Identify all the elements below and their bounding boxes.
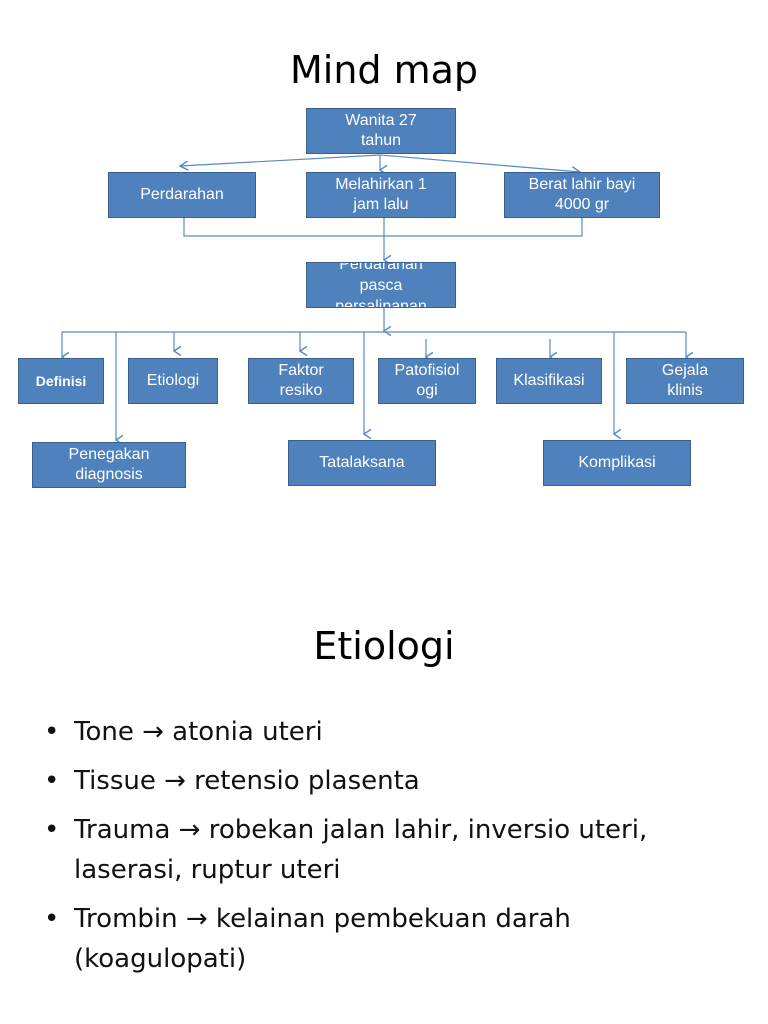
node-label: Melahirkan 1	[335, 176, 427, 193]
node-label: Gejala	[661, 362, 709, 379]
etiologi-bullet-list: • Tone → atonia uteri • Tissue → retensio …	[44, 712, 744, 988]
bullet-item: • Tone → atonia uteri	[44, 712, 744, 752]
node-label: Perdarahan	[339, 262, 423, 273]
node-perdarahan: Perdarahan	[108, 172, 256, 218]
node-label: Klasifikasi	[513, 372, 585, 389]
node-label: ogi	[416, 382, 438, 399]
node-label: Berat lahir bayi	[528, 176, 636, 193]
connector-merge	[183, 218, 583, 237]
node-label: Wanita 27	[345, 112, 417, 129]
connector-lines	[0, 154, 768, 520]
mind-map-title: Mind map	[289, 48, 479, 92]
node-label: Patofisiol	[394, 362, 460, 379]
bullet-text: Tone → atonia uteri	[74, 717, 323, 747]
mind-map-diagram: Wanita 27 tahun Perdarahan Melahirkan 1 …	[0, 108, 768, 520]
node-klasifikasi: Klasifikasi	[496, 358, 602, 404]
bullet-item: • Trombin → kelainan pembekuan darah (koa…	[44, 899, 744, 979]
node-label: pasca	[359, 276, 403, 294]
node-patofisiologi: Patofisiol ogi	[378, 358, 476, 404]
node-label: Definisi	[35, 373, 87, 389]
node-komplikasi: Komplikasi	[543, 440, 691, 486]
node-label: Faktor	[278, 362, 324, 379]
node-label: persalinanan	[335, 297, 427, 308]
node-label: Penegakan	[68, 446, 150, 463]
node-gejala-klinis: Gejala klinis	[626, 358, 744, 404]
bullet-dot-icon: •	[44, 717, 60, 747]
node-label: jam lalu	[353, 196, 409, 213]
bullet-dot-icon: •	[44, 904, 60, 934]
bullet-dot-icon: •	[44, 815, 60, 845]
node-label: Etiologi	[146, 372, 200, 389]
connector-root-perdarahan	[180, 154, 381, 166]
node-berat-lahir: Berat lahir bayi 4000 gr	[504, 172, 660, 218]
bullet-dot-icon: •	[44, 766, 60, 796]
node-label: resiko	[279, 382, 323, 399]
node-perdarahan-pasca-persalinan: Perdarahan pasca persalinanan	[306, 262, 456, 308]
node-label: 4000 gr	[554, 196, 610, 213]
bullet-item: • Tissue → retensio plasenta	[44, 761, 744, 801]
etiologi-title: Etiologi	[313, 624, 455, 668]
node-label: klinis	[667, 382, 703, 399]
node-wanita-27-tahun: Wanita 27 tahun	[306, 108, 456, 154]
node-label: tahun	[360, 132, 402, 149]
node-tatalaksana: Tatalaksana	[288, 440, 436, 486]
node-melahirkan: Melahirkan 1 jam lalu	[306, 172, 456, 218]
node-etiologi: Etiologi	[128, 358, 218, 404]
bullet-text: Tissue → retensio plasenta	[74, 766, 420, 796]
bullet-text: Trombin → kelainan pembekuan darah (koag…	[74, 904, 571, 974]
bullet-item: • Trauma → robekan jalan lahir, inversio …	[44, 810, 744, 890]
node-definisi: Definisi	[18, 358, 104, 404]
node-penegakan-diagnosis: Penegakan diagnosis	[32, 442, 186, 488]
node-label: Perdarahan	[140, 186, 224, 203]
node-faktor-resiko: Faktor resiko	[248, 358, 354, 404]
bullet-text: Trauma → robekan jalan lahir, inversio u…	[74, 815, 648, 885]
node-label: Tatalaksana	[319, 454, 405, 471]
node-label: diagnosis	[75, 466, 143, 483]
node-label: Komplikasi	[578, 454, 656, 471]
connector-root-berat	[379, 154, 580, 172]
